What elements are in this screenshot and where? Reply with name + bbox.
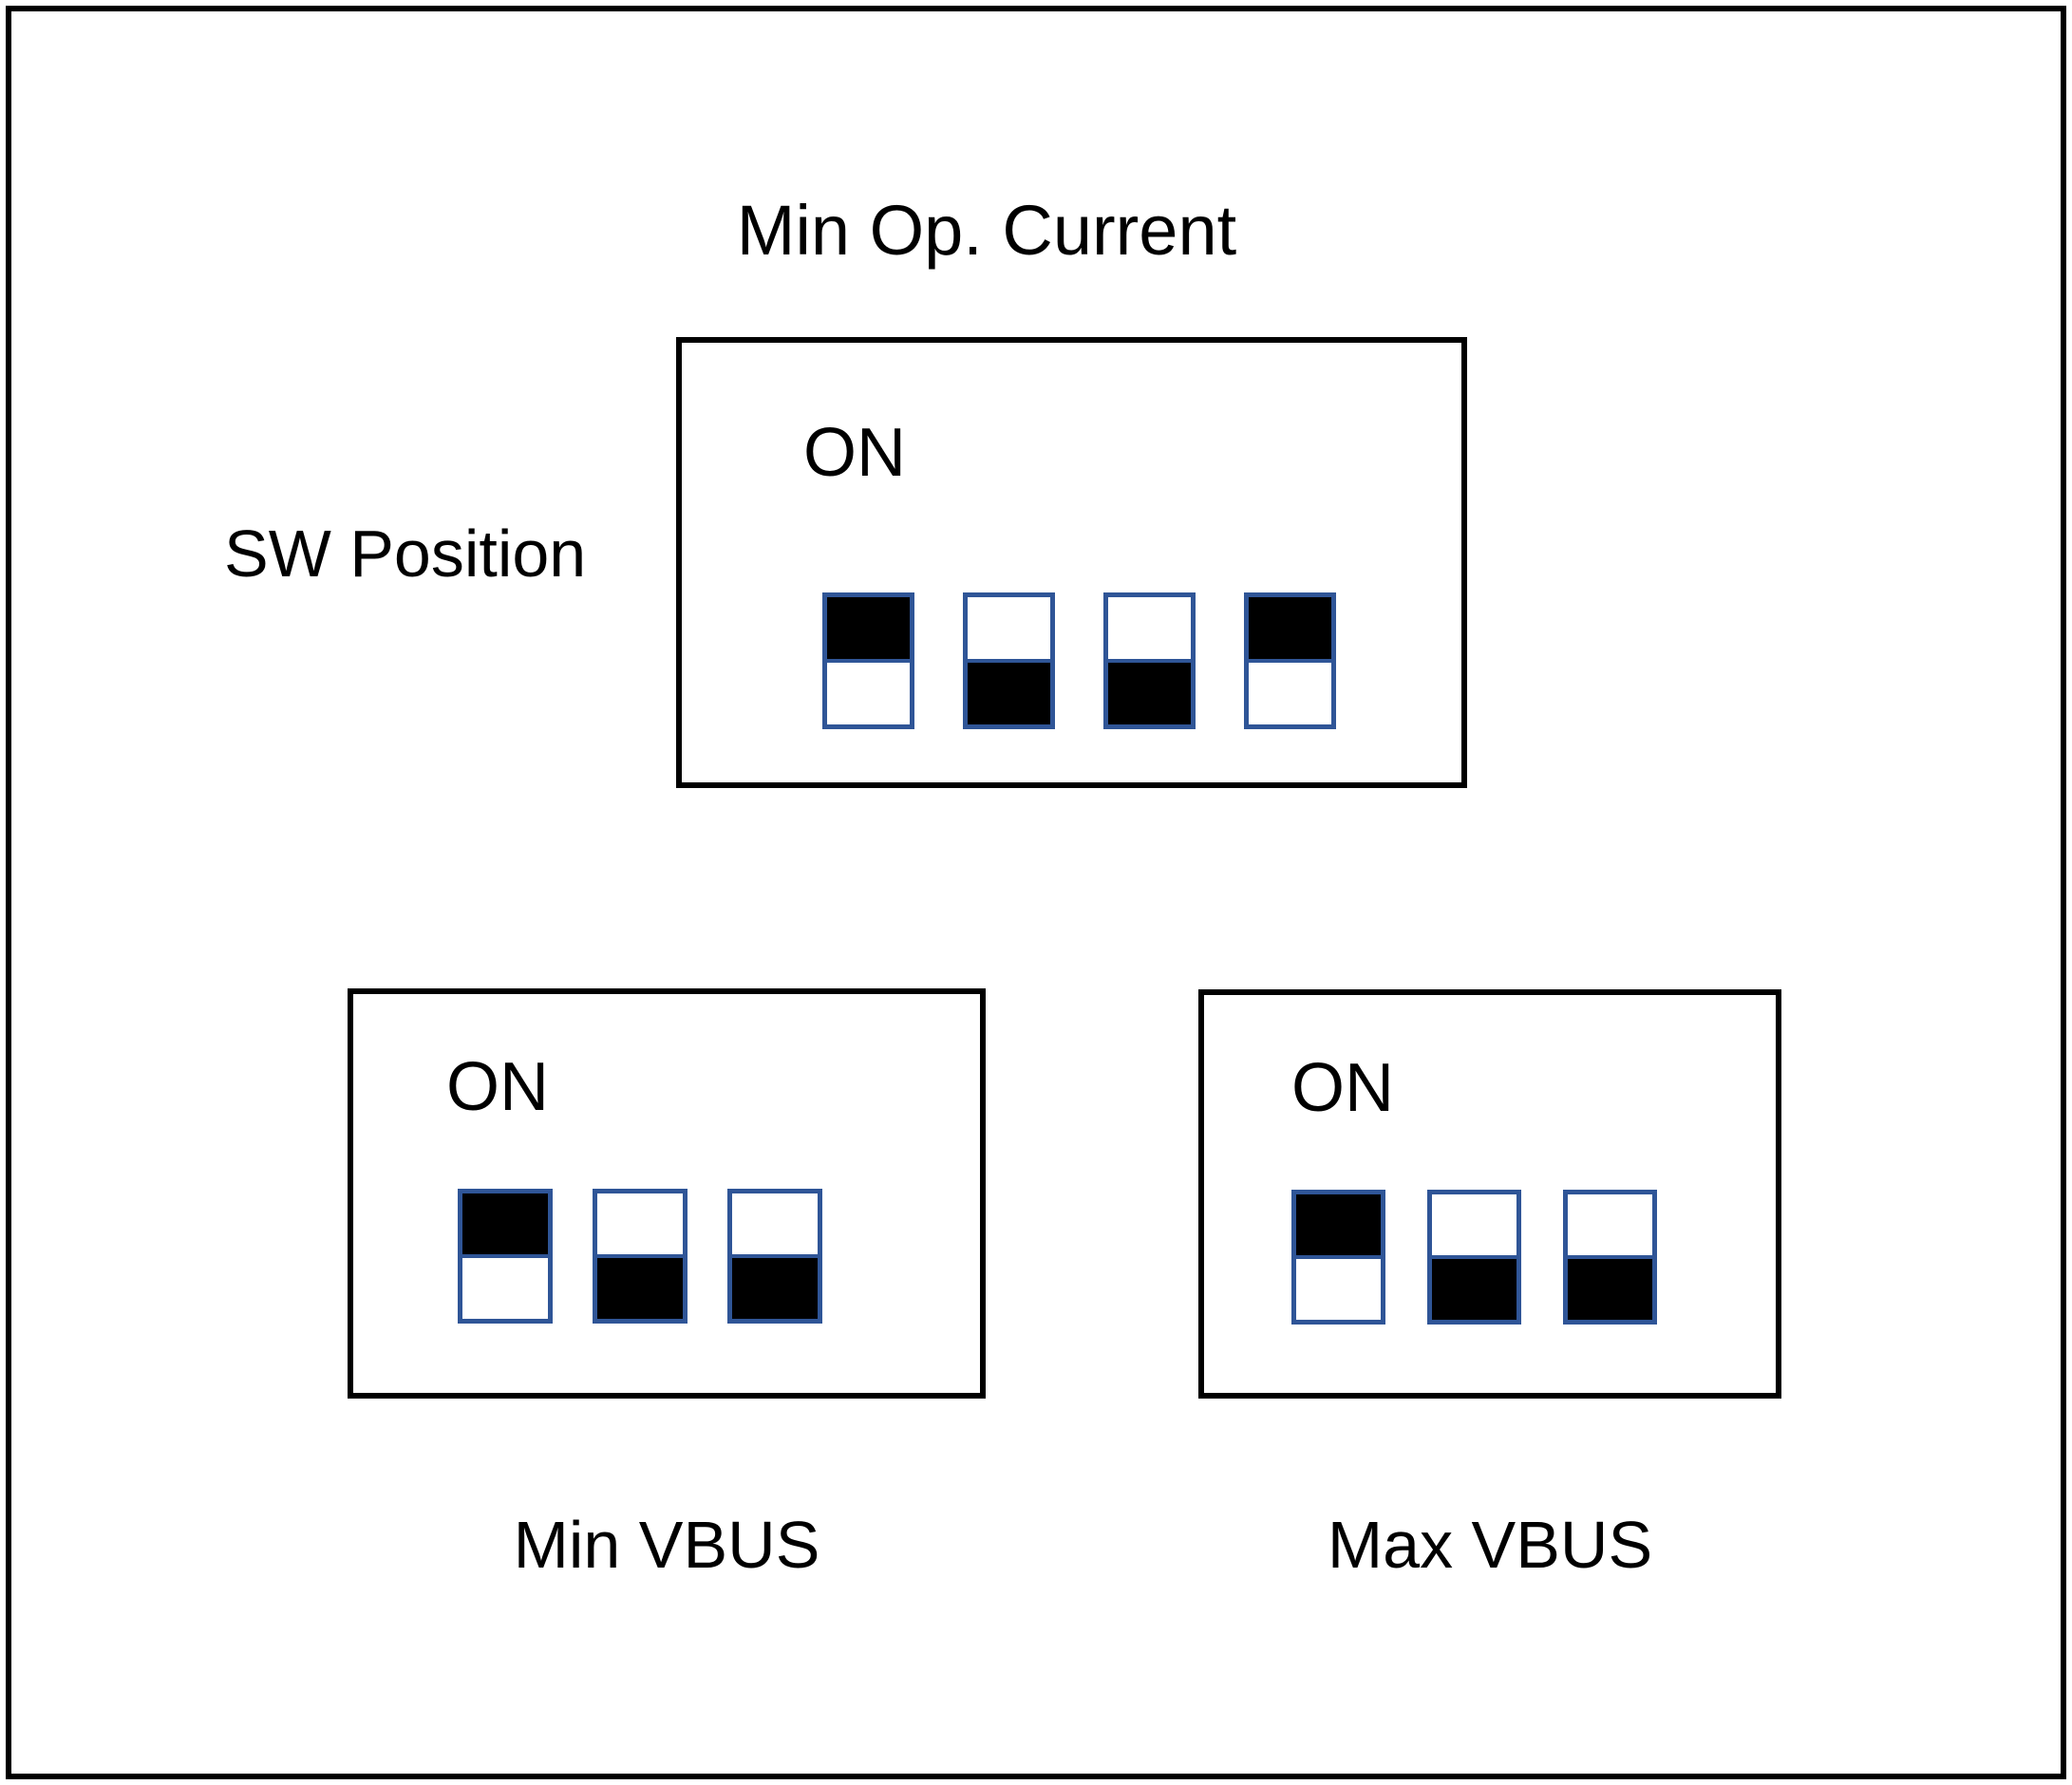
switch-group-max-vbus: ON	[1198, 989, 1781, 1399]
dip-switch-3[interactable]	[727, 1189, 822, 1324]
dip-switch-row-min-vbus	[458, 1189, 822, 1324]
sw-position-label: SW Position	[224, 517, 587, 591]
caption-max-vbus: Max VBUS	[1327, 1508, 1653, 1582]
dip-switch-3-upper	[1108, 597, 1191, 659]
dip-switch-3-lower	[732, 1254, 818, 1319]
dip-switch-2-upper	[968, 597, 1050, 659]
dip-switch-1-upper	[462, 1193, 548, 1258]
dip-switch-1-upper	[827, 597, 910, 663]
on-label-min-op-current: ON	[803, 415, 906, 491]
dip-switch-2-lower	[968, 659, 1050, 724]
dip-switch-1-lower	[827, 663, 910, 724]
dip-switch-2[interactable]	[593, 1189, 688, 1324]
dip-switch-2[interactable]	[1427, 1190, 1521, 1325]
dip-switch-2-lower	[597, 1254, 683, 1319]
dip-switch-row-max-vbus	[1291, 1190, 1657, 1325]
dip-switch-2-lower	[1432, 1255, 1516, 1320]
dip-switch-1[interactable]	[458, 1189, 553, 1324]
on-label-min-vbus: ON	[446, 1049, 549, 1125]
dip-switch-3[interactable]	[1103, 592, 1196, 729]
dip-switch-1[interactable]	[822, 592, 914, 729]
dip-switch-2-upper	[1432, 1194, 1516, 1255]
dip-switch-3[interactable]	[1563, 1190, 1657, 1325]
dip-switch-2-upper	[597, 1193, 683, 1254]
dip-switch-1-lower	[462, 1258, 548, 1319]
dip-switch-3-upper	[732, 1193, 818, 1254]
on-label-max-vbus: ON	[1291, 1050, 1394, 1126]
dip-switch-3-upper	[1568, 1194, 1652, 1255]
page-title: Min Op. Current	[0, 196, 2072, 266]
dip-switch-4[interactable]	[1244, 592, 1336, 729]
dip-switch-3-lower	[1568, 1255, 1652, 1320]
switch-group-min-vbus: ON	[348, 988, 986, 1399]
dip-switch-1-lower	[1296, 1259, 1381, 1320]
page-border	[6, 6, 2066, 1779]
dip-switch-3-lower	[1108, 659, 1191, 724]
dip-switch-row-min-op-current	[822, 592, 1336, 729]
page-title-text: Min Op. Current	[736, 191, 1237, 270]
caption-min-vbus: Min VBUS	[513, 1508, 820, 1582]
dip-switch-2[interactable]	[963, 592, 1055, 729]
dip-switch-1[interactable]	[1291, 1190, 1385, 1325]
dip-switch-4-lower	[1249, 663, 1331, 724]
switch-group-min-op-current: ON	[676, 337, 1467, 788]
dip-switch-1-upper	[1296, 1194, 1381, 1259]
dip-switch-4-upper	[1249, 597, 1331, 663]
